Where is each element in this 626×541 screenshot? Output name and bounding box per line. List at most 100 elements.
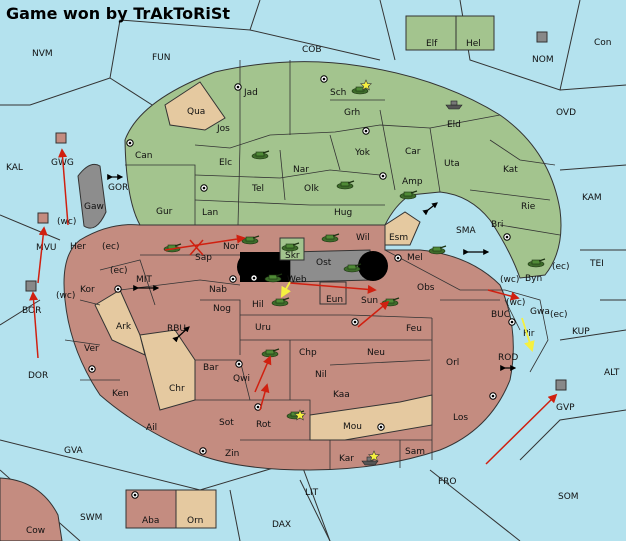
label-esm: Esm — [389, 233, 408, 243]
region-esm[interactable] — [384, 211, 421, 246]
coast-marks: (wc) (ec) (ec) (wc) (wc) (ec) (wc) (ec) — [56, 217, 570, 320]
label-nog: Nog — [213, 304, 231, 314]
coast-wc-kor: (wc) — [56, 291, 75, 301]
label-obs: Obs — [417, 283, 435, 293]
label-byn: Byn — [525, 274, 542, 284]
coast-wc-gwa: (wc) — [506, 298, 525, 308]
label-kam: KAM — [582, 193, 602, 203]
label-eld: Eld — [447, 120, 461, 130]
label-fro: FRO — [438, 477, 457, 487]
label-dor: DOR — [28, 371, 48, 381]
label-gwa: Gwa — [530, 307, 550, 317]
label-sma: SMA — [456, 226, 476, 236]
label-con: Con — [594, 38, 612, 48]
label-sun: Sun — [361, 296, 378, 306]
label-olk: Olk — [304, 184, 320, 194]
label-mel: Mel — [407, 253, 423, 263]
label-grh: Grh — [344, 108, 360, 118]
label-tel: Tel — [251, 184, 264, 194]
label-uru: Uru — [255, 323, 271, 333]
label-jad: Jad — [243, 88, 258, 98]
label-rot: Rot — [256, 420, 271, 430]
label-hel: Hel — [466, 39, 481, 49]
label-chr: Chr — [169, 384, 185, 394]
label-car: Car — [405, 147, 421, 157]
label-kup: KUP — [572, 327, 590, 337]
fleet-units — [25, 31, 567, 466]
label-can: Can — [135, 151, 153, 161]
label-mit: MIT — [136, 275, 152, 285]
label-rod: ROD — [498, 353, 518, 363]
label-her: Her — [70, 242, 86, 252]
label-nom: NOM — [532, 55, 554, 65]
region-hel[interactable] — [455, 15, 495, 51]
label-gor: GOR — [108, 183, 128, 193]
label-nar: Nar — [293, 165, 309, 175]
label-rie: Rie — [521, 202, 536, 212]
label-nvm: NVM — [32, 49, 53, 59]
label-amp: Amp — [402, 177, 423, 187]
label-tei: TEI — [589, 259, 604, 269]
coast-wc-mvu: (wc) — [57, 217, 76, 227]
label-gur: Gur — [156, 207, 173, 217]
label-pir: Pir — [523, 329, 535, 339]
label-web: Web — [287, 275, 307, 285]
label-sch: Sch — [330, 88, 346, 98]
label-sam: Sam — [405, 447, 425, 457]
region-orn[interactable] — [175, 489, 217, 529]
label-orn: Orn — [187, 516, 203, 526]
lake-east-cap — [358, 251, 388, 281]
label-dax: DAX — [272, 520, 291, 530]
label-fun: FUN — [152, 53, 171, 63]
label-eun: Eun — [326, 295, 343, 305]
label-som: SOM — [558, 492, 579, 502]
label-aba: Aba — [142, 516, 159, 526]
sea-labels: NVM FUN COB NOM Con OVD KAL GWG GOR KAM … — [6, 38, 620, 536]
label-nil: Nil — [315, 370, 327, 380]
build-stars — [293, 79, 381, 462]
label-nor: Nor — [223, 242, 239, 252]
coast-ec-kor: (ec) — [110, 266, 128, 276]
label-uta: Uta — [444, 159, 460, 169]
move-arrows — [29, 148, 558, 465]
region-gaw[interactable] — [77, 163, 107, 229]
label-orl: Orl — [446, 358, 459, 368]
label-sap: Sap — [195, 253, 212, 263]
label-gvp: GVP — [556, 403, 575, 413]
green-territories — [124, 61, 562, 279]
label-mvu: MVU — [36, 243, 57, 253]
label-hug: Hug — [334, 208, 352, 218]
label-kor: Kor — [80, 285, 95, 295]
label-qua: Qua — [187, 107, 205, 117]
label-ken: Ken — [112, 389, 129, 399]
region-chr[interactable] — [139, 329, 196, 411]
label-sot: Sot — [219, 418, 234, 428]
label-yok: Yok — [354, 148, 371, 158]
label-skr: Skr — [285, 251, 300, 261]
coast-ec-byn: (ec) — [552, 262, 570, 272]
label-chp: Chp — [299, 348, 317, 358]
label-cob: COB — [302, 45, 322, 55]
region-elf[interactable] — [405, 15, 457, 51]
label-swm: SWM — [80, 513, 102, 523]
label-buc: BUC — [491, 310, 510, 320]
label-bar: Bar — [203, 363, 219, 373]
label-zin: Zin — [225, 449, 239, 459]
label-kal: KAL — [6, 163, 23, 173]
label-qwi: Qwi — [233, 374, 250, 384]
game-title: Game won by TrAkToRiSt — [6, 4, 230, 23]
label-alt: ALT — [604, 368, 620, 378]
label-wil: Wil — [356, 233, 370, 243]
land-labels: Elf Hel Jad Sch Qua Grh Eld Jos Can Yok … — [70, 39, 550, 526]
lake-west-cap — [237, 252, 267, 282]
label-kar: Kar — [339, 454, 354, 464]
region-qua[interactable] — [164, 81, 226, 131]
coast-ec-her: (ec) — [102, 242, 120, 252]
label-kaa: Kaa — [333, 390, 350, 400]
label-los: Los — [453, 413, 468, 423]
label-ver: Ver — [84, 344, 99, 354]
support-arrows — [280, 281, 535, 353]
label-gaw: Gaw — [84, 202, 104, 212]
region-cow[interactable] — [0, 477, 63, 541]
